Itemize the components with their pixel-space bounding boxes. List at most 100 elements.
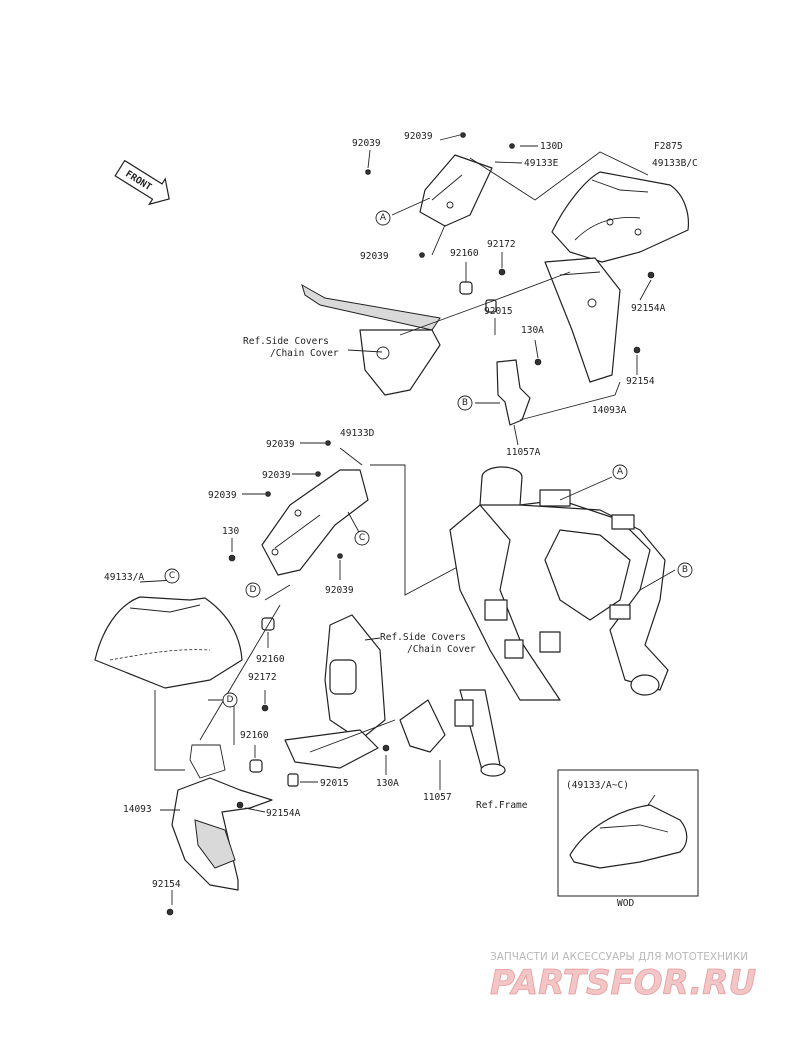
- side-cover-ref-lower: [284, 614, 386, 769]
- label-ref-side-covers-b: Ref.Side Covers: [380, 632, 466, 643]
- callout-a-frame: A: [612, 464, 628, 480]
- label-92015-a: 92015: [484, 306, 513, 317]
- label-92039-d: 92039: [266, 439, 295, 450]
- svg-text:A: A: [380, 213, 387, 223]
- svg-text:B: B: [682, 565, 688, 575]
- inset-panel: (49133/A~C) WOD: [557, 769, 699, 909]
- label-130: 130: [222, 526, 239, 537]
- label-ref-frame: Ref.Frame: [476, 800, 528, 811]
- callout-d-lower: D: [222, 692, 238, 708]
- bolt-92039-f: [265, 491, 271, 497]
- label-14093: 14093: [123, 804, 152, 815]
- label-ref-chain-cover-a: /Chain Cover: [270, 348, 339, 359]
- callout-b-upper: B: [457, 395, 473, 411]
- bolt-92154a-upper: [647, 271, 655, 279]
- bracket-11057: [399, 699, 446, 753]
- label-frame-code: F2875: [654, 141, 683, 152]
- label-130a-b: 130A: [376, 778, 399, 789]
- svg-text:B: B: [462, 398, 468, 408]
- panel-14093: [171, 744, 273, 891]
- bolt-130a-lower: [382, 744, 390, 752]
- grommet-92160-upper: [459, 281, 473, 295]
- bolt-92039-e: [315, 471, 321, 477]
- bolt-130: [228, 554, 236, 562]
- bolt-92172-lower: [261, 704, 269, 712]
- grommet-92160-lower-a: [261, 617, 275, 631]
- label-ref-chain-cover-b: /Chain Cover: [407, 644, 476, 655]
- svg-text:C: C: [359, 533, 365, 543]
- collar-92015-lower: [287, 773, 299, 787]
- front-direction-arrow: FRONT: [114, 159, 170, 206]
- label-49133d: 49133D: [340, 428, 375, 439]
- label-ref-side-covers-a: Ref.Side Covers: [243, 336, 329, 347]
- upper-cowl-right: [551, 171, 690, 263]
- label-130d: 130D: [540, 141, 563, 152]
- upper-leader-lines: [347, 134, 652, 446]
- label-92160-b: 92160: [256, 654, 285, 665]
- label-130a-a: 130A: [521, 325, 544, 336]
- inset-caption: WOD: [617, 898, 634, 909]
- label-49133a: 49133/A: [104, 572, 144, 583]
- label-92160-a: 92160: [450, 248, 479, 259]
- label-92039-g: 92039: [325, 585, 354, 596]
- callout-c-middle: C: [354, 530, 370, 546]
- label-92015-b: 92015: [320, 778, 349, 789]
- bolt-92172-upper: [498, 268, 506, 276]
- label-14093a: 14093A: [592, 405, 627, 416]
- callout-c-lower: C: [164, 568, 180, 584]
- callout-b-frame: B: [677, 562, 693, 578]
- label-92154-b: 92154: [152, 879, 181, 890]
- watermark-tagline: ЗАПЧАСТИ И АКСЕССУАРЫ ДЛЯ МОТОТЕХНИКИ: [490, 951, 748, 963]
- svg-text:A: A: [617, 467, 624, 477]
- bolt-92154a-lower: [236, 801, 244, 809]
- label-49133bc: 49133B/C: [652, 158, 698, 169]
- label-92154-a: 92154: [626, 376, 655, 387]
- bolt-92039-g: [337, 553, 343, 559]
- middle-leader-lines: [231, 442, 481, 601]
- watermark-logo: PARTSFOR.RU: [490, 963, 756, 1003]
- svg-text:D: D: [227, 695, 234, 705]
- label-92039-c: 92039: [360, 251, 389, 262]
- middle-hardware: [228, 440, 343, 562]
- bracket-49133d: [261, 469, 369, 576]
- svg-text:D: D: [250, 585, 257, 595]
- bolt-92039-b: [460, 132, 466, 138]
- label-92154a-b: 92154A: [266, 808, 301, 819]
- label-92154a-a: 92154A: [631, 303, 666, 314]
- bracket-49133e: [419, 154, 493, 227]
- bolt-92154-upper: [633, 346, 641, 354]
- bracket-11057a: [496, 359, 531, 426]
- label-92039-a: 92039: [352, 138, 381, 149]
- watermark: ЗАПЧАСТИ И АКСЕССУАРЫ ДЛЯ МОТОТЕХНИКИ PA…: [490, 951, 757, 1003]
- bolt-130d: [509, 143, 515, 149]
- frame-leader-lines: [559, 476, 676, 591]
- label-92160-c: 92160: [240, 730, 269, 741]
- label-92039-b: 92039: [404, 131, 433, 142]
- label-92039-f: 92039: [208, 490, 237, 501]
- label-92172-b: 92172: [248, 672, 277, 683]
- label-49133e: 49133E: [524, 158, 559, 169]
- bolt-92039-c: [419, 252, 425, 258]
- bolt-130a-upper: [534, 358, 542, 366]
- callout-a-upper: A: [375, 210, 391, 226]
- bolt-92039-d: [325, 440, 331, 446]
- label-11057a: 11057A: [506, 447, 541, 458]
- label-92039-e: 92039: [262, 470, 291, 481]
- grommet-92160-lower-b: [249, 759, 263, 773]
- label-92172-a: 92172: [487, 239, 516, 250]
- inner-panel-14093a: [544, 257, 621, 383]
- trim-panel-upper: [301, 283, 441, 396]
- part-labels: 92039 92039 130D 49133E F2875 49133B/C 9…: [104, 131, 698, 890]
- bolt-92039-a: [365, 169, 371, 175]
- upper-hardware: [365, 132, 655, 366]
- upper-cowl-left-49133a: [94, 596, 243, 689]
- callout-d-middle: D: [245, 582, 261, 598]
- bolt-92154-lower: [166, 908, 174, 916]
- inset-title: (49133/A~C): [566, 780, 629, 791]
- label-11057: 11057: [423, 792, 452, 803]
- motorcycle-frame: [449, 466, 669, 777]
- lower-hardware: [166, 617, 390, 916]
- svg-text:C: C: [169, 571, 175, 581]
